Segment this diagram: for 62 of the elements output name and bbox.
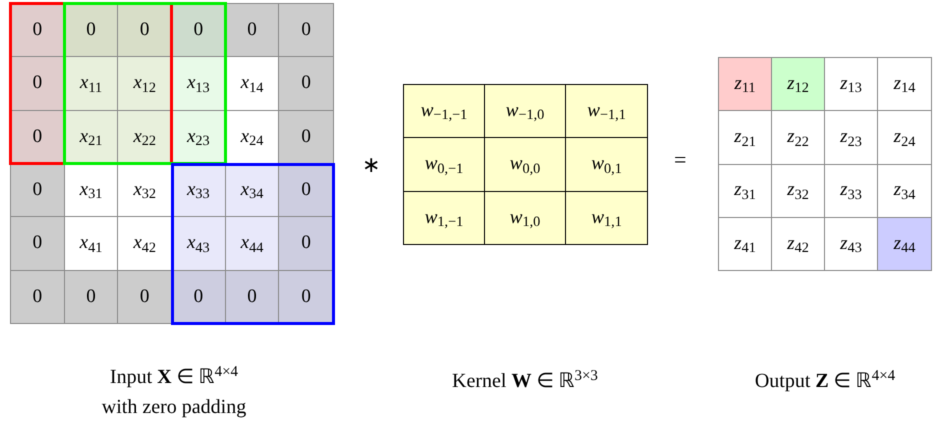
matrix-cell: z$_{33}$ xyxy=(825,164,878,218)
matrix-cell: 0 xyxy=(279,4,333,58)
matrix-cell: x$_{44}$ xyxy=(226,217,280,271)
matrix-cell: 0 xyxy=(11,270,65,323)
matrix-cell: 0 xyxy=(118,270,172,323)
matrix-cell: 0 xyxy=(279,110,333,164)
matrix-cell: x$_{23}$ xyxy=(172,110,226,164)
matrix-caption: Input X ∈ ℝ$^{4×4}$ with zero padding xyxy=(100,362,248,420)
matrix-cell: 0 xyxy=(279,270,333,323)
matrix-cell: 0 xyxy=(11,110,65,164)
matrix-cell: 0 xyxy=(279,217,333,271)
matrix-cell: w$_{−1,0}$ xyxy=(485,85,566,138)
matrix-caption: Kernel W ∈ ℝ$^{3×3}$ xyxy=(451,366,599,394)
matrix-cell: x$_{34}$ xyxy=(226,164,280,218)
matrix-grid xyxy=(10,3,334,324)
matrix-cell: 0 xyxy=(118,4,172,58)
matrix-cell: 0 xyxy=(172,4,226,58)
matrix-cell: x$_{41}$ xyxy=(64,217,118,271)
matrix-cell: w$_{0,0}$ xyxy=(485,138,566,192)
matrix-cell: 0 xyxy=(172,270,226,323)
matrix-cell: 0 xyxy=(11,164,65,218)
matrix-cell: w$_{1,0}$ xyxy=(485,192,566,244)
operator-symbol: = xyxy=(674,146,686,174)
matrix-cell: z$_{21}$ xyxy=(719,111,772,164)
matrix-cell: x$_{13}$ xyxy=(172,57,226,111)
matrix-cell: w$_{−1,1}$ xyxy=(566,85,648,138)
matrix-cell: x$_{24}$ xyxy=(226,110,280,164)
matrix-grid xyxy=(403,84,648,246)
matrix-cell: x$_{11}$ xyxy=(64,57,118,111)
matrix-cell: 0 xyxy=(226,4,280,58)
matrix-cell: z$_{31}$ xyxy=(719,164,772,218)
matrix-cell: z$_{34}$ xyxy=(878,164,931,218)
matrix-cell: x$_{14}$ xyxy=(226,57,280,111)
matrix-cell: 0 xyxy=(64,4,118,58)
matrix-cell: x$_{33}$ xyxy=(172,164,226,218)
matrix-cell: z$_{12}$ xyxy=(772,58,825,112)
matrix-grid xyxy=(718,57,932,271)
matrix-cell: z$_{23}$ xyxy=(825,111,878,164)
matrix-cell: x$_{12}$ xyxy=(118,57,172,111)
matrix-cell: 0 xyxy=(226,270,280,323)
matrix-cell: x$_{31}$ xyxy=(64,164,118,218)
matrix-cell: 0 xyxy=(11,57,65,111)
matrix-cell: x$_{21}$ xyxy=(64,110,118,164)
matrix-cell: 0 xyxy=(11,4,65,58)
matrix-cell: z$_{13}$ xyxy=(825,58,878,112)
matrix-cell: 0 xyxy=(279,164,333,218)
matrix-cell: w$_{1,1}$ xyxy=(566,192,648,244)
matrix-cell: 0 xyxy=(279,57,333,111)
matrix-cell: x$_{43}$ xyxy=(172,217,226,271)
matrix-cell: z$_{32}$ xyxy=(772,164,825,218)
matrix-cell: 0 xyxy=(11,217,65,271)
matrix-cell: w$_{0,1}$ xyxy=(566,138,648,192)
matrix-cell: z$_{11}$ xyxy=(719,58,772,112)
matrix-cell: z$_{22}$ xyxy=(772,111,825,164)
matrix-cell: 0 xyxy=(64,270,118,323)
matrix-cell: z$_{44}$ xyxy=(878,218,931,270)
matrix-cell: w$_{0,−1}$ xyxy=(404,138,486,192)
operator-symbol: ∗ xyxy=(362,151,380,179)
matrix-cell: w$_{1,−1}$ xyxy=(404,192,486,244)
matrix-caption: Output Z ∈ ℝ$^{4×4}$ xyxy=(754,366,896,394)
matrix-cell: w$_{−1,−1}$ xyxy=(404,85,486,138)
matrix-cell: x$_{22}$ xyxy=(118,110,172,164)
